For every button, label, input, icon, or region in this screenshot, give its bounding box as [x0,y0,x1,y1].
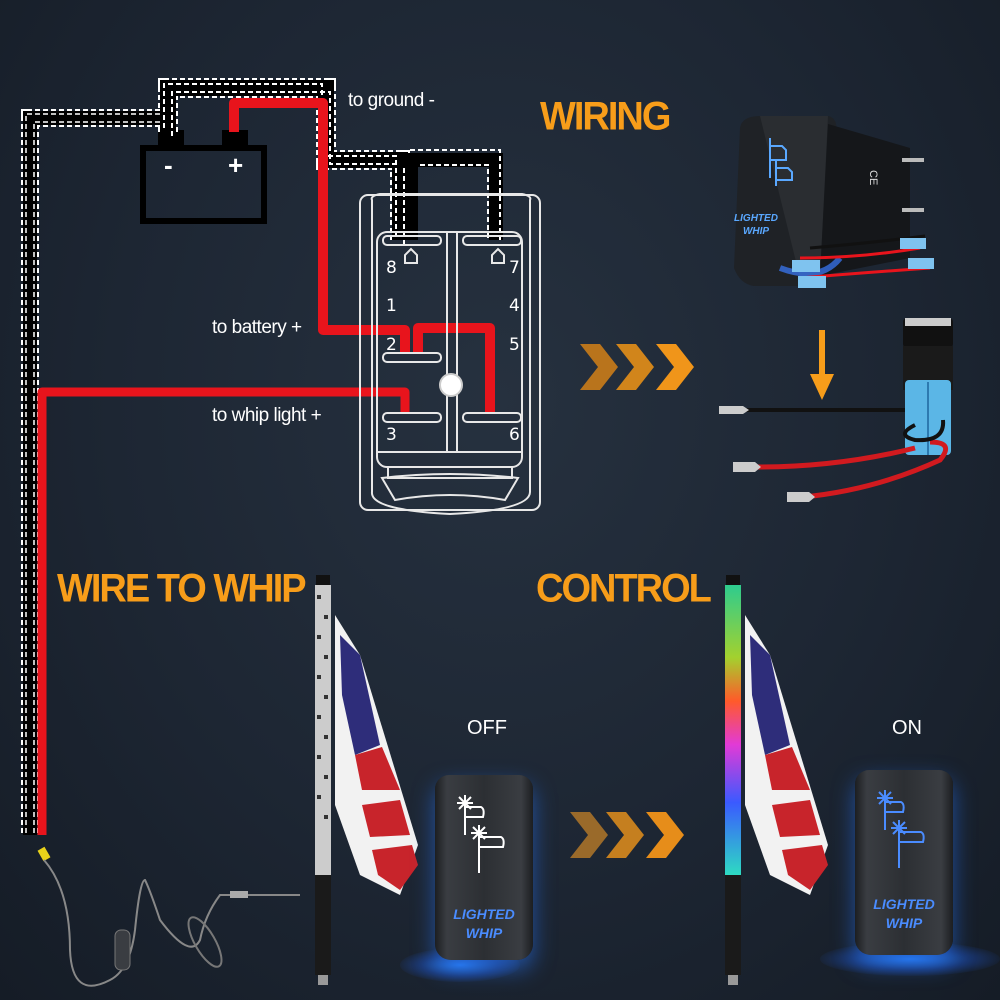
us-flag [335,615,418,895]
battery-positive-wire [229,98,495,414]
whip-harness-cable [37,846,300,987]
heading-wire-to-whip: WIRE TO WHIP [57,566,307,612]
flag-icon [769,138,793,186]
wire-harness [792,234,934,288]
battery-body [140,145,267,224]
arrow-down-icon [810,330,834,400]
product-label-line1: LIGHTED [734,213,778,224]
pin-1: 1 [386,296,397,316]
off-switch-label-line2: WHIP [465,925,503,941]
heading-control: CONTROL [536,566,712,612]
on-label: ON [892,717,922,739]
on-switch-label-line2: WHIP [885,915,923,931]
pin-5: 5 [509,335,520,355]
ground-label: to ground - [348,90,435,111]
rocker-switch-off[interactable]: LIGHTED WHIP [435,775,533,960]
pin-4: 4 [509,296,520,316]
whip-light-wire [37,387,410,835]
battery [140,130,267,224]
whip-light-off [315,575,418,985]
whip-ground-wire [21,109,160,835]
pin-3: 3 [386,425,397,445]
flag-sparkle-icon-lit [877,790,925,868]
ce-mark: CE [867,170,879,185]
rocker-switch-on[interactable]: LIGHTED WHIP [855,770,953,955]
battery-positive-symbol: + [228,150,243,180]
rocker-switch-diagram [359,193,541,516]
whip-light-label: to whip light + [212,405,322,426]
flag-sparkle-icon [457,795,505,873]
product-label-line2: WHIP [742,226,770,237]
chevron-arrows-icon-control [570,812,684,858]
pin-2: 2 [386,335,397,355]
pin-6: 6 [509,425,520,445]
battery-label: to battery + [212,317,302,338]
off-switch-label-line1: LIGHTED [453,906,515,922]
whip-light-on [725,575,828,985]
pin-7: 7 [509,258,520,278]
chevron-arrows-icon [580,344,694,390]
pin-8: 8 [386,258,397,278]
us-flag [745,615,828,895]
battery-negative-symbol: - [164,150,173,180]
off-label: OFF [467,717,507,739]
product-switch-photo: CE LIGHTED WHIP [720,108,960,298]
switch-side-harness-photo [719,318,953,502]
on-switch-label-line1: LIGHTED [873,896,935,912]
heading-wiring: WIRING [540,94,671,140]
